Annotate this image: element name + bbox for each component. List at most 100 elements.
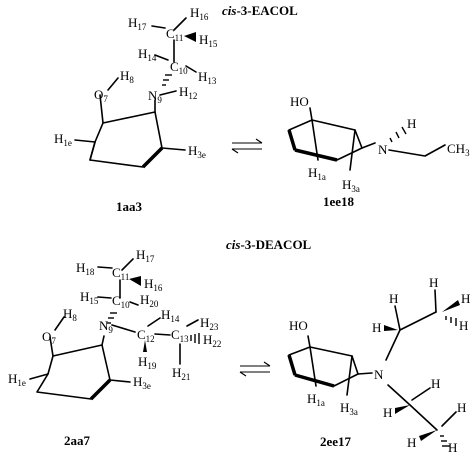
caption-2ee17: 2ee17	[320, 434, 352, 449]
atom-h14-2: H14	[161, 307, 180, 324]
atom-h8-2: H8	[63, 306, 77, 323]
atom-c13: C13	[171, 327, 189, 344]
atom-c10: C10	[170, 59, 188, 76]
c11-h16-wedge	[129, 276, 141, 286]
atom-h3e: H3e	[188, 143, 206, 160]
atom-upper-h4: H	[461, 291, 470, 306]
n9-c10-hashed-bond	[162, 74, 172, 86]
c11-h18-bond	[97, 266, 113, 269]
h3e-bond-2	[109, 379, 131, 383]
molecule-1ee18: HO N H CH3 H1a H3a	[287, 94, 470, 194]
chair-front-bond	[141, 146, 164, 169]
ho-bond-2	[307, 335, 311, 348]
c11-h15-wedge	[184, 32, 196, 42]
atom-h12: H12	[179, 84, 197, 101]
h1e-bond	[74, 139, 96, 143]
atom-h13: H13	[198, 69, 217, 86]
n-ring-bond	[361, 142, 376, 149]
atom-lower-h4: H	[457, 400, 466, 415]
atom-lower-h2: H	[431, 376, 440, 391]
atom-h1e: H1e	[54, 131, 72, 148]
atom-h14: H14	[138, 46, 157, 63]
atom-upper-h2: H	[372, 320, 381, 335]
atom-h1a: H1a	[308, 165, 326, 182]
h1a-bond	[311, 119, 319, 161]
molecule-1aa3: H17 H16 C11 H14 H15 C10 H13 H8 O7 N9 H12…	[54, 5, 218, 169]
atom-ho: HO	[290, 94, 309, 109]
lower-h4-bond	[441, 411, 457, 427]
atom-c11: C11	[166, 26, 183, 43]
atom-h3a-2: H3a	[340, 400, 358, 417]
atom-h23: H23	[200, 315, 219, 332]
c10-h14-bond	[154, 54, 169, 61]
c13-h22-hashed-bond	[190, 333, 200, 344]
atom-h17-2: H17	[136, 247, 155, 264]
atom-lower-h1: H	[383, 405, 392, 420]
o7-bond-2	[49, 336, 54, 357]
chair-ring-2ee17	[288, 346, 359, 387]
atom-upper-h1: H	[389, 291, 398, 306]
atom-upper-h3: H	[429, 275, 438, 290]
atom-h20: H20	[140, 292, 159, 309]
section2-title: cis-3-DEACOL	[226, 237, 312, 252]
atom-h1a-2: H1a	[307, 391, 325, 408]
section1-title: cis-3-EACOL	[222, 3, 298, 18]
chair-front-bond-2aa7	[89, 378, 112, 401]
caption-2aa7: 2aa7	[64, 433, 91, 448]
upper-h3-bond	[434, 289, 437, 313]
lower-h2-bond	[411, 387, 431, 401]
equilibrium-arrow-1	[231, 138, 263, 154]
atom-h3e-2: H3e	[133, 374, 151, 391]
h3e-bond	[161, 147, 186, 151]
atom-lower-h3: H	[407, 435, 416, 450]
c10-h20-bond	[129, 301, 139, 306]
atom-o7: O7	[94, 87, 108, 104]
lower-h3-wedge	[419, 430, 437, 441]
o7-h8-bond	[107, 77, 119, 91]
atom-h16: H16	[190, 5, 209, 22]
equilibrium-arrow-2	[239, 361, 271, 377]
ethyl-chain	[388, 144, 446, 157]
c11-h17-bond-2	[121, 258, 134, 271]
n-h-hashed-bond	[389, 126, 407, 143]
ho-bond	[309, 107, 313, 121]
upper-h4-wedge	[442, 300, 460, 312]
atom-h1e-2: H1e	[8, 371, 26, 388]
atom-c11-2: C11	[112, 265, 129, 282]
h3a-bond-2	[346, 355, 353, 396]
caption-1aa3: 1aa3	[116, 199, 143, 214]
molecule-2ee17: HO N H1a H3a H H H H H H H H H H	[287, 275, 470, 454]
n9-h12-bond	[159, 90, 177, 96]
chair-front-bond-2	[294, 148, 338, 162]
c12-h19-wedge	[143, 340, 147, 352]
atom-o7-2: O7	[42, 329, 56, 346]
n9-c10-hashed-bond-2	[107, 312, 117, 324]
atom-h15: H15	[199, 32, 218, 49]
upper-ethyl-chain	[385, 311, 437, 361]
caption-1ee18: 1ee18	[323, 194, 355, 209]
chair-front-bond-2ee17	[287, 354, 297, 376]
upper-h1-bond	[394, 305, 401, 331]
atom-lower-h5: H	[448, 440, 457, 454]
c10-h13-bond	[185, 65, 197, 73]
atom-h16-2: H16	[144, 276, 163, 293]
atom-h19: H19	[138, 354, 157, 371]
atom-h3a: H3a	[342, 177, 360, 194]
atom-c12: C12	[137, 327, 155, 344]
lower-h1-wedge	[395, 405, 410, 414]
c11-h17-bond	[151, 25, 166, 29]
atom-ho-2: HO	[289, 318, 308, 333]
lower-ethyl-chain	[387, 384, 438, 431]
atom-h22: H22	[203, 332, 221, 349]
atom-h17: H17	[128, 15, 147, 32]
atom-ch3: CH3	[447, 141, 470, 158]
c12-c13-bond	[154, 333, 171, 336]
c12-h14-bond	[147, 317, 161, 327]
atom-n9-2: N9	[99, 318, 113, 335]
o7-h8-bond-2	[54, 316, 65, 331]
chair-front-bond-1ee18	[287, 129, 297, 151]
atom-h8: H8	[120, 68, 134, 85]
atom-n-2: N	[374, 367, 384, 382]
